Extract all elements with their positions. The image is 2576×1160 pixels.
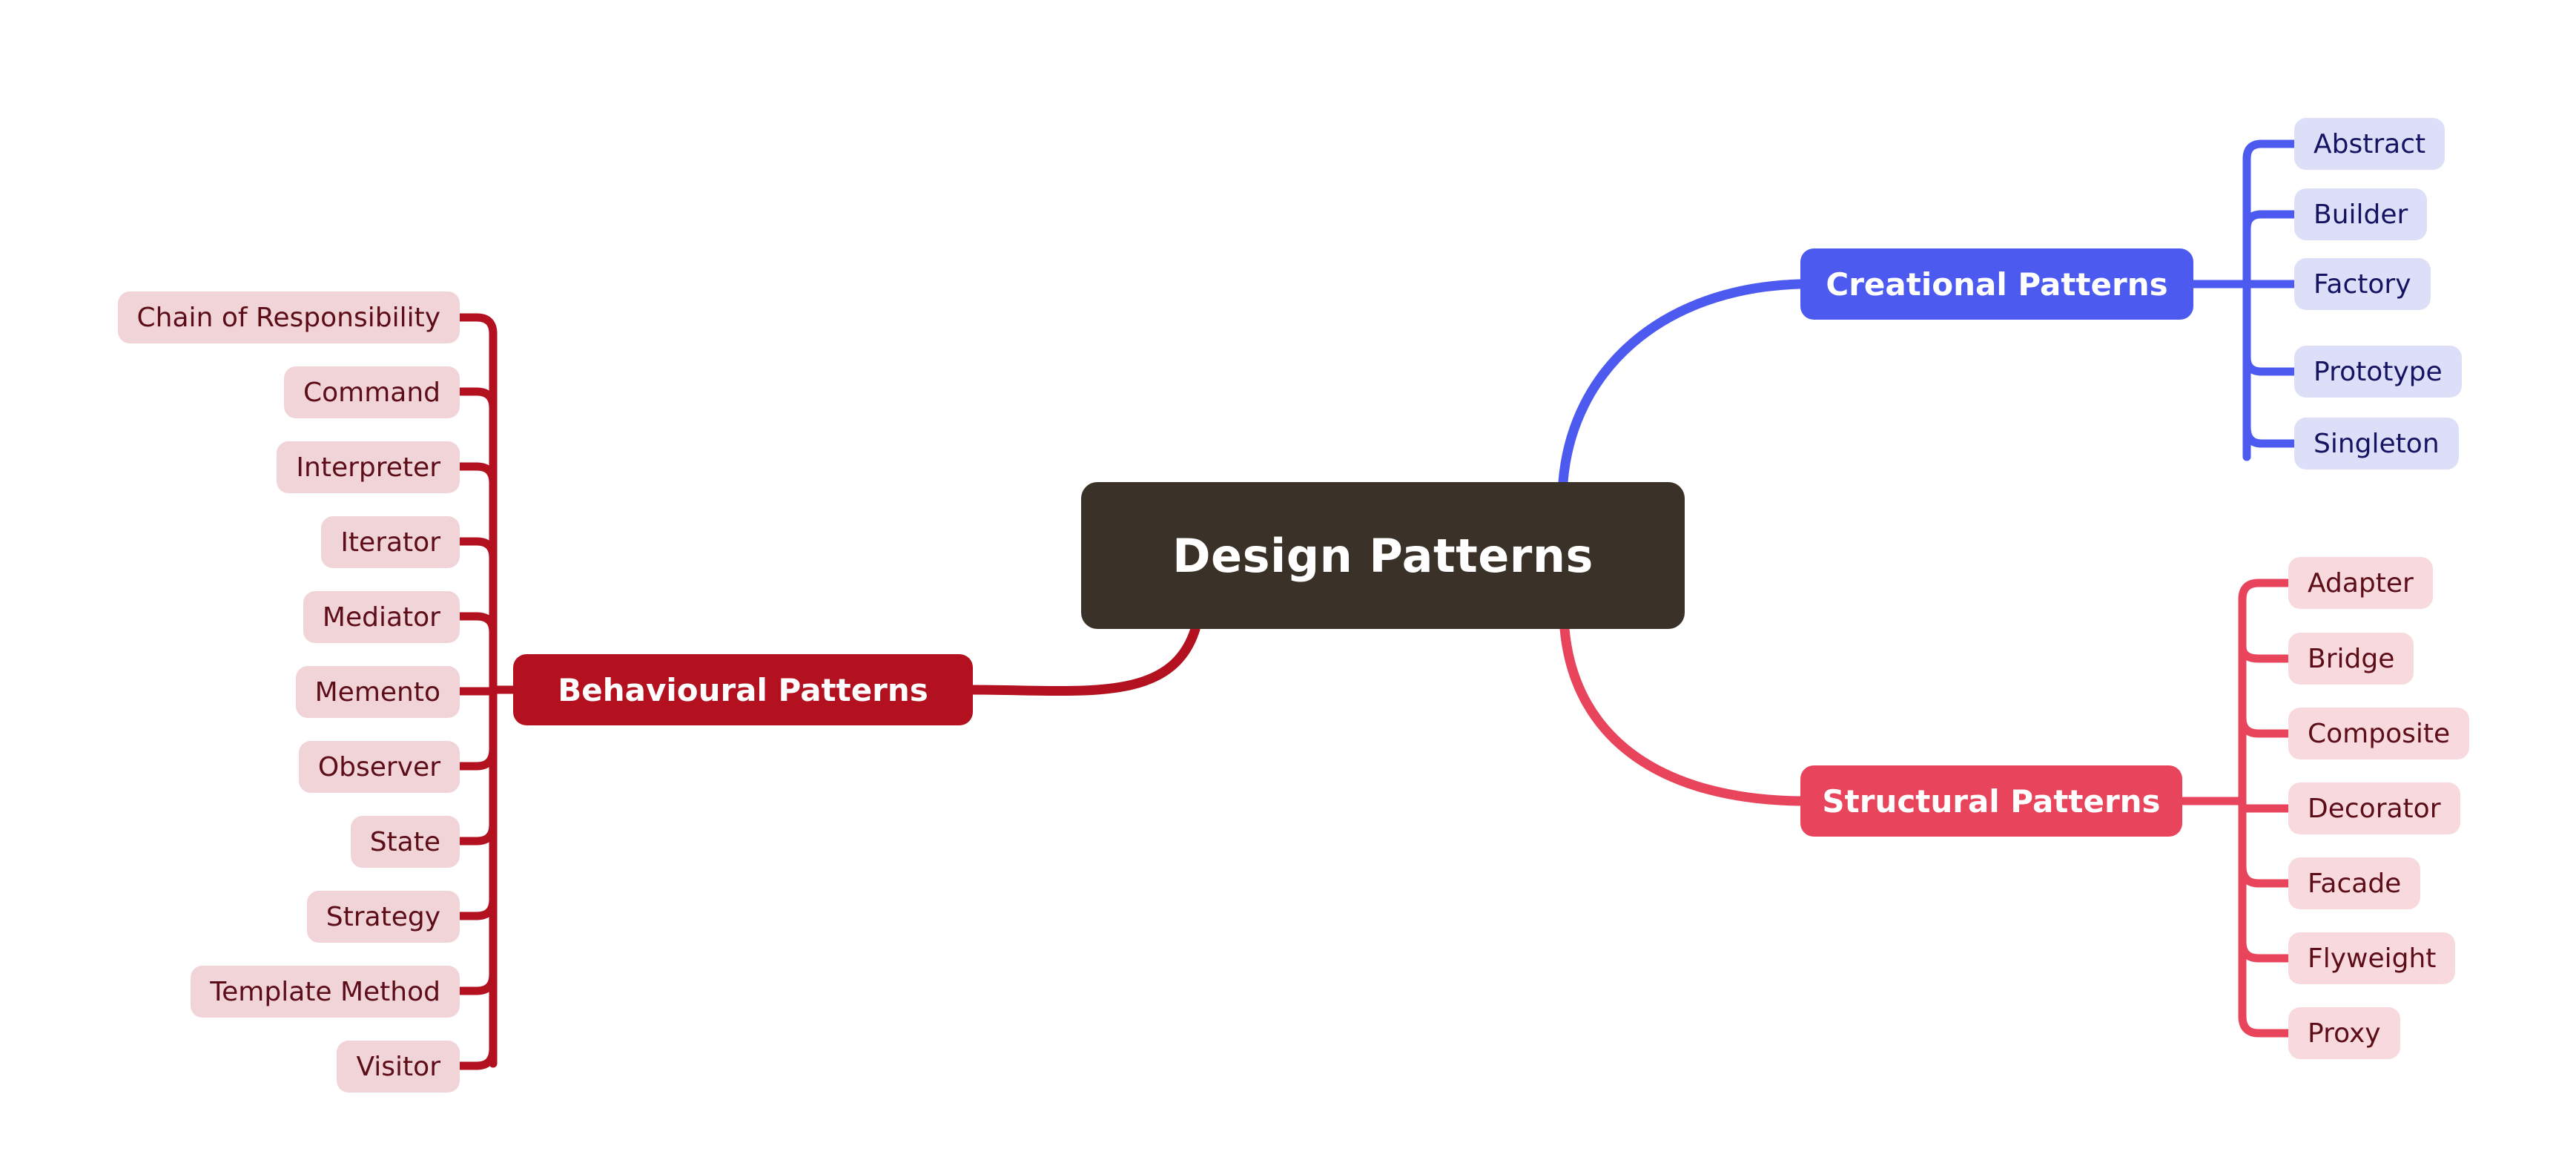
edge-structural-to-facade: [2238, 862, 2293, 888]
leaf-node-prototype[interactable]: Prototype: [2294, 346, 2462, 398]
leaf-node-command[interactable]: Command: [283, 366, 460, 418]
leaf-node-bridge[interactable]: Bridge: [2288, 633, 2414, 685]
leaf-node-interpreter[interactable]: Interpreter: [277, 441, 460, 493]
leaf-node-builder[interactable]: Builder: [2294, 188, 2428, 240]
leaf-node-observer[interactable]: Observer: [298, 741, 460, 793]
edge-creational-to-singleton: [2242, 423, 2299, 448]
edge-root-to-behavioural: [968, 624, 1201, 696]
edge-structural-to-composite: [2238, 714, 2293, 738]
leaf-node-proxy[interactable]: Proxy: [2288, 1007, 2400, 1059]
leaf-node-template-method[interactable]: Template Method: [191, 966, 460, 1018]
edge-creational-to-prototype: [2242, 353, 2299, 376]
edge-structural-to-adapter: [2238, 579, 2293, 604]
branch-node-behavioural-patterns[interactable]: Behavioural Patterns: [513, 654, 973, 725]
branch-node-creational-patterns[interactable]: Creational Patterns: [1800, 248, 2193, 320]
edge-structural-to-bridge: [2238, 642, 2293, 663]
leaf-node-chain-of-responsibility[interactable]: Chain of Responsibility: [117, 291, 460, 343]
leaf-node-composite[interactable]: Composite: [2288, 708, 2470, 759]
leaf-node-facade[interactable]: Facade: [2288, 857, 2421, 909]
leaf-node-iterator[interactable]: Iterator: [321, 516, 460, 568]
leaf-node-flyweight[interactable]: Flyweight: [2288, 932, 2456, 984]
branch-node-structural-patterns[interactable]: Structural Patterns: [1800, 765, 2182, 837]
edge-root-to-creational: [1558, 279, 1806, 487]
leaf-node-visitor[interactable]: Visitor: [337, 1041, 460, 1093]
leaf-node-decorator[interactable]: Decorator: [2288, 782, 2460, 834]
leaf-node-abstract[interactable]: Abstract: [2294, 118, 2445, 170]
edge-structural-to-flyweight: [2238, 937, 2293, 963]
leaf-node-mediator[interactable]: Mediator: [303, 591, 460, 643]
leaf-node-factory[interactable]: Factory: [2294, 258, 2431, 310]
edge-creational-to-builder: [2242, 210, 2299, 233]
leaf-node-adapter[interactable]: Adapter: [2288, 557, 2433, 609]
leaf-node-state[interactable]: State: [350, 816, 460, 868]
root-node-design-patterns[interactable]: Design Patterns: [1081, 482, 1685, 629]
leaf-node-strategy[interactable]: Strategy: [306, 891, 460, 943]
edge-root-to-structural: [1559, 624, 1806, 806]
leaf-node-memento[interactable]: Memento: [295, 666, 460, 718]
leaf-node-singleton[interactable]: Singleton: [2294, 418, 2459, 469]
edge-structural-to-proxy: [2238, 1012, 2293, 1038]
edge-creational-to-abstract: [2242, 139, 2299, 163]
